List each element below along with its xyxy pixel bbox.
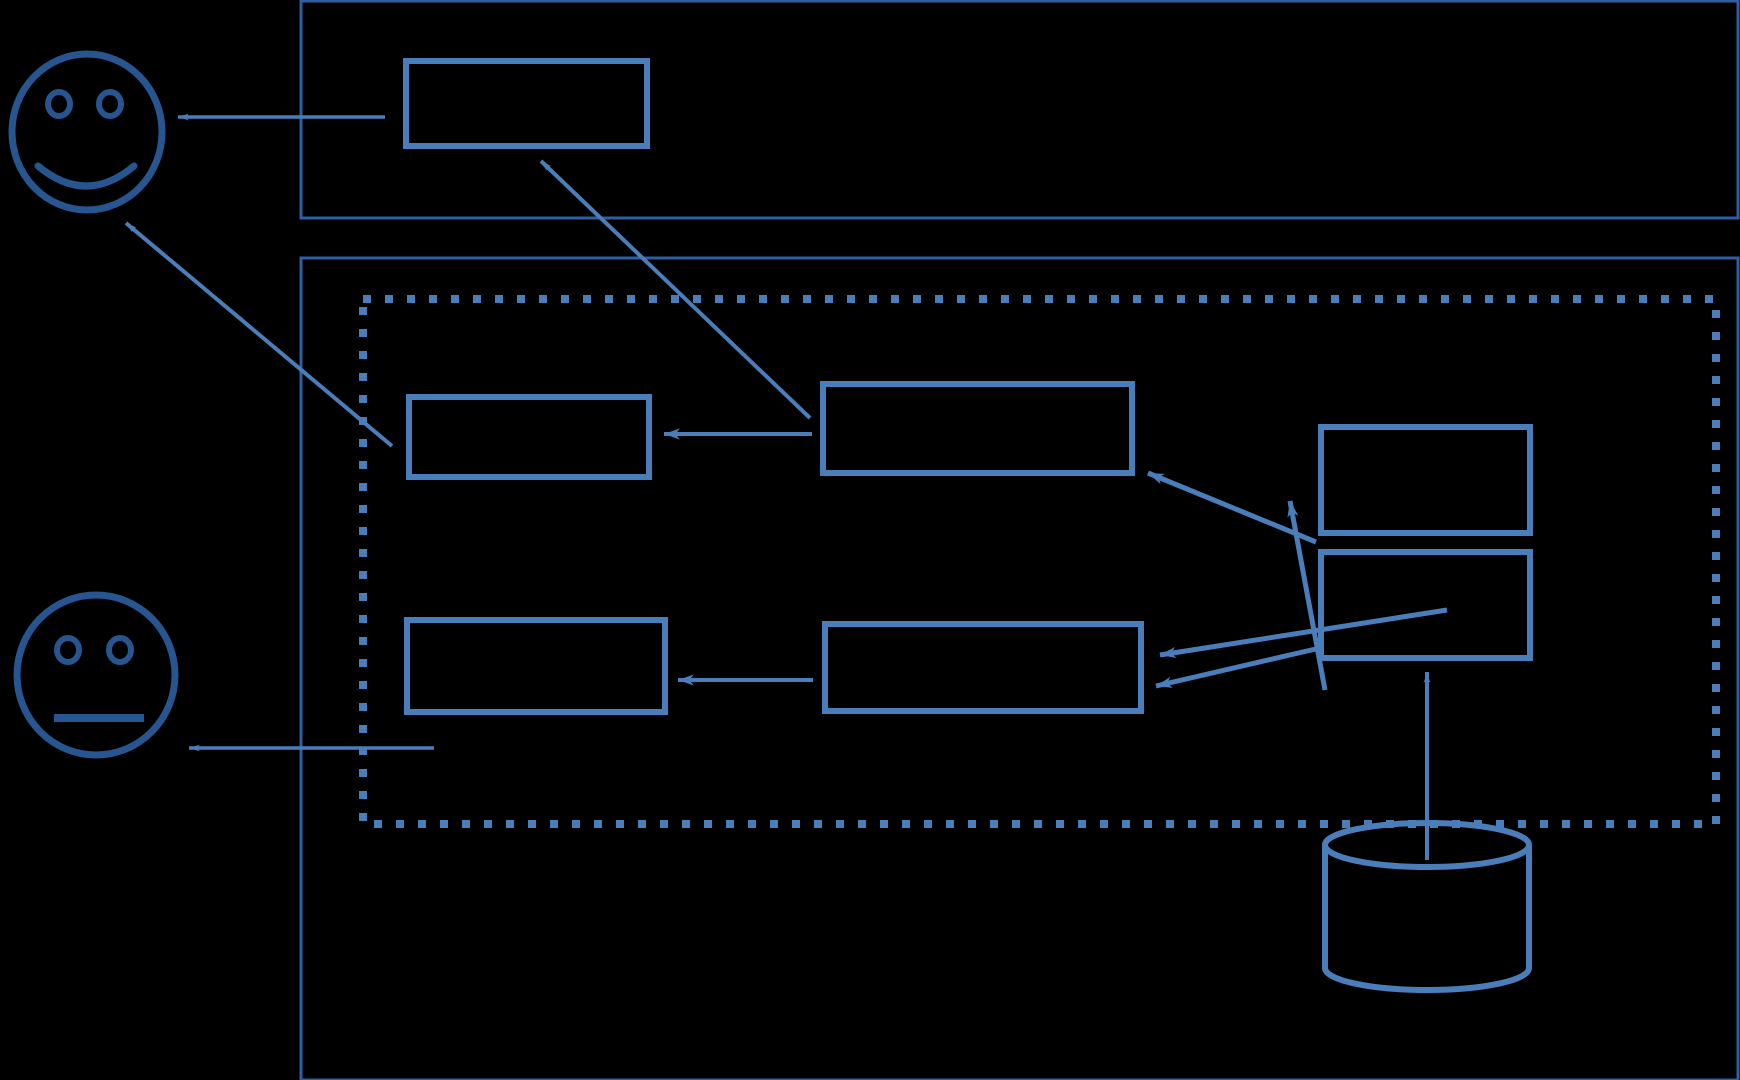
arrow-right-upper-box-to-upper-middle-box	[1147, 470, 1317, 545]
process-box-top[interactable]	[403, 58, 650, 149]
arrow-upper-middle-box-to-top-box	[539, 159, 812, 420]
happy-smile-icon	[34, 162, 138, 190]
neutral-user-face-icon	[13, 591, 179, 759]
process-box-upper-middle[interactable]	[820, 381, 1135, 476]
happy-user-face-icon	[8, 50, 166, 214]
arrow-right-lower-box-to-lower-middle-box	[1155, 645, 1321, 689]
process-box-lower-left[interactable]	[404, 617, 668, 715]
arrow-right-upper-box-to-lower-middle-box	[1159, 607, 1448, 659]
happy-right-eye-icon	[96, 89, 124, 119]
happy-left-eye-icon	[45, 89, 73, 119]
top-system-boundary	[299, 0, 1740, 220]
bottom-system-boundary	[299, 256, 1740, 1080]
data-source-box-upper[interactable]	[1318, 424, 1533, 536]
data-source-box-lower[interactable]	[1318, 549, 1533, 661]
dotted-subsystem-boundary	[359, 295, 1720, 828]
arrow-upper-left-box-to-happy-user	[124, 221, 394, 448]
connector-group	[124, 113, 1448, 860]
arrow-right-lower-box-to-upper-middle-box	[1287, 500, 1328, 691]
process-boxes-group	[403, 58, 1533, 715]
neutral-right-eye-icon	[106, 635, 134, 665]
process-box-upper-left[interactable]	[406, 394, 652, 480]
process-box-lower-middle[interactable]	[822, 621, 1144, 714]
container-group	[299, 0, 1740, 1080]
database-cylinder-icon[interactable]	[1322, 820, 1532, 993]
neutral-left-eye-icon	[54, 635, 82, 665]
